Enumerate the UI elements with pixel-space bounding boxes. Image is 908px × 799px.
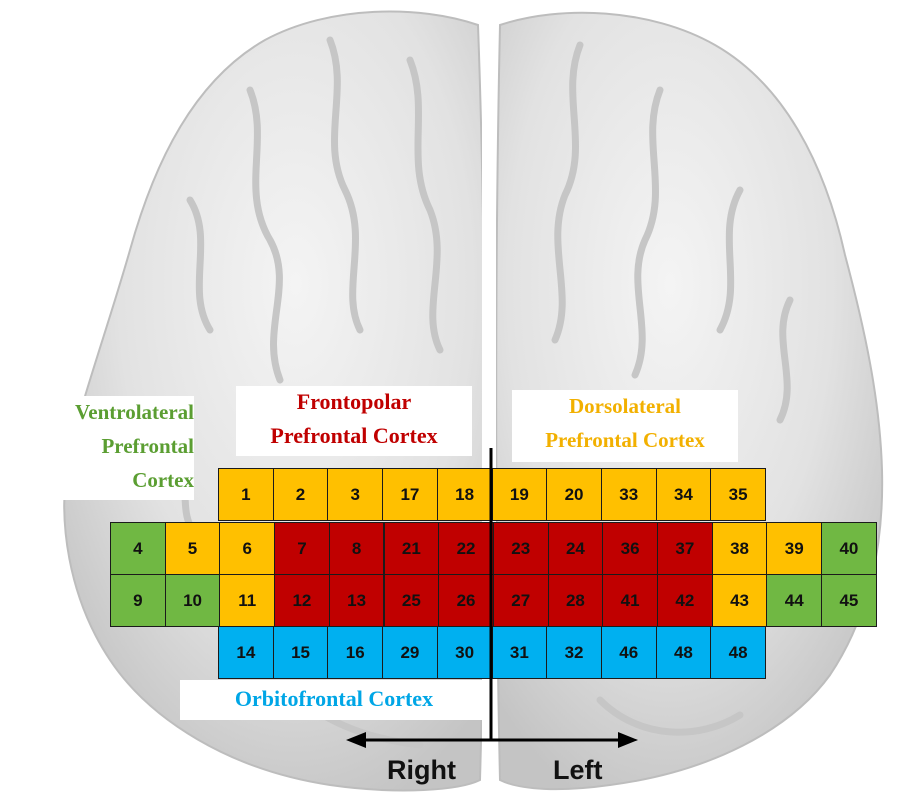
dorsolateral-line2: Prefrontal Cortex: [512, 424, 738, 458]
channel-19: 19: [492, 468, 548, 521]
ventrolateral-line3: Cortex: [8, 464, 194, 498]
channel-43: 43: [712, 574, 768, 627]
frontopolar-label: Frontopolar Prefrontal Cortex: [236, 386, 472, 456]
channel-14: 14: [218, 626, 274, 679]
right-direction-label: Right: [387, 755, 456, 786]
channel-44: 44: [766, 574, 822, 627]
orbitofrontal-label: Orbitofrontal Cortex: [180, 680, 488, 720]
ventrolateral-label: Ventrolateral Prefrontal Cortex: [8, 396, 194, 500]
channel-18: 18: [437, 468, 493, 521]
channel-36: 36: [602, 522, 658, 575]
channel-30: 30: [437, 626, 493, 679]
channel-40: 40: [821, 522, 877, 575]
channel-21: 21: [384, 522, 440, 575]
channel-11: 11: [219, 574, 275, 627]
left-direction-label: Left: [553, 755, 603, 786]
channel-23: 23: [493, 522, 549, 575]
channel-20: 20: [546, 468, 602, 521]
channel-27: 27: [493, 574, 549, 627]
channel-38: 38: [712, 522, 768, 575]
channel-46: 46: [601, 626, 657, 679]
dorsolateral-label: Dorsolateral Prefrontal Cortex: [512, 390, 738, 462]
channel-34: 34: [656, 468, 712, 521]
frontopolar-line2: Prefrontal Cortex: [236, 420, 472, 454]
channel-13: 13: [329, 574, 385, 627]
channel-48: 48: [656, 626, 712, 679]
ventrolateral-line1: Ventrolateral: [8, 396, 194, 430]
channel-25: 25: [384, 574, 440, 627]
channel-4: 4: [110, 522, 166, 575]
channel-41: 41: [602, 574, 658, 627]
channel-28: 28: [548, 574, 604, 627]
channel-32: 32: [546, 626, 602, 679]
channel-26: 26: [438, 574, 494, 627]
channel-6: 6: [219, 522, 275, 575]
channel-5: 5: [165, 522, 221, 575]
ventrolateral-line2: Prefrontal: [8, 430, 194, 464]
channel-22: 22: [438, 522, 494, 575]
channel-12: 12: [274, 574, 330, 627]
channel-3: 3: [327, 468, 383, 521]
channel-1: 1: [218, 468, 274, 521]
channel-2: 2: [273, 468, 329, 521]
channel-24: 24: [548, 522, 604, 575]
channel-29: 29: [382, 626, 438, 679]
channel-8: 8: [329, 522, 385, 575]
channel-31: 31: [492, 626, 548, 679]
channel-35: 35: [710, 468, 766, 521]
channel-33: 33: [601, 468, 657, 521]
channel-45: 45: [821, 574, 877, 627]
channel-48: 48: [710, 626, 766, 679]
frontopolar-line1: Frontopolar: [236, 386, 472, 420]
channel-16: 16: [327, 626, 383, 679]
channel-17: 17: [382, 468, 438, 521]
channel-10: 10: [165, 574, 221, 627]
channel-39: 39: [766, 522, 822, 575]
channel-9: 9: [110, 574, 166, 627]
channel-42: 42: [657, 574, 713, 627]
orbitofrontal-line1: Orbitofrontal Cortex: [180, 680, 488, 718]
channel-37: 37: [657, 522, 713, 575]
channel-15: 15: [273, 626, 329, 679]
dorsolateral-line1: Dorsolateral: [512, 390, 738, 424]
channel-7: 7: [274, 522, 330, 575]
